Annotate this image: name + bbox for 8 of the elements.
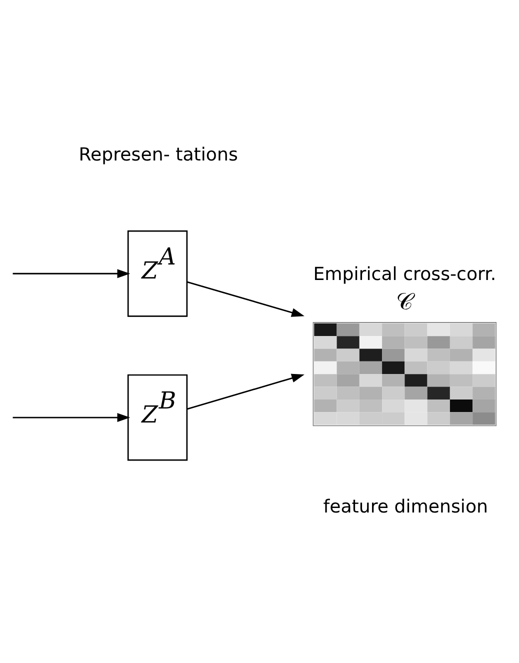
arrow [186, 373, 304, 410]
label: Represen- tations [78, 144, 238, 165]
arrow [186, 280, 304, 316]
node-label: 𝒞 [396, 287, 414, 316]
arrow [12, 268, 130, 278]
node-label: Empirical cross-corr. [313, 263, 496, 284]
arrow [12, 412, 130, 422]
label: feature dimension [323, 496, 488, 518]
